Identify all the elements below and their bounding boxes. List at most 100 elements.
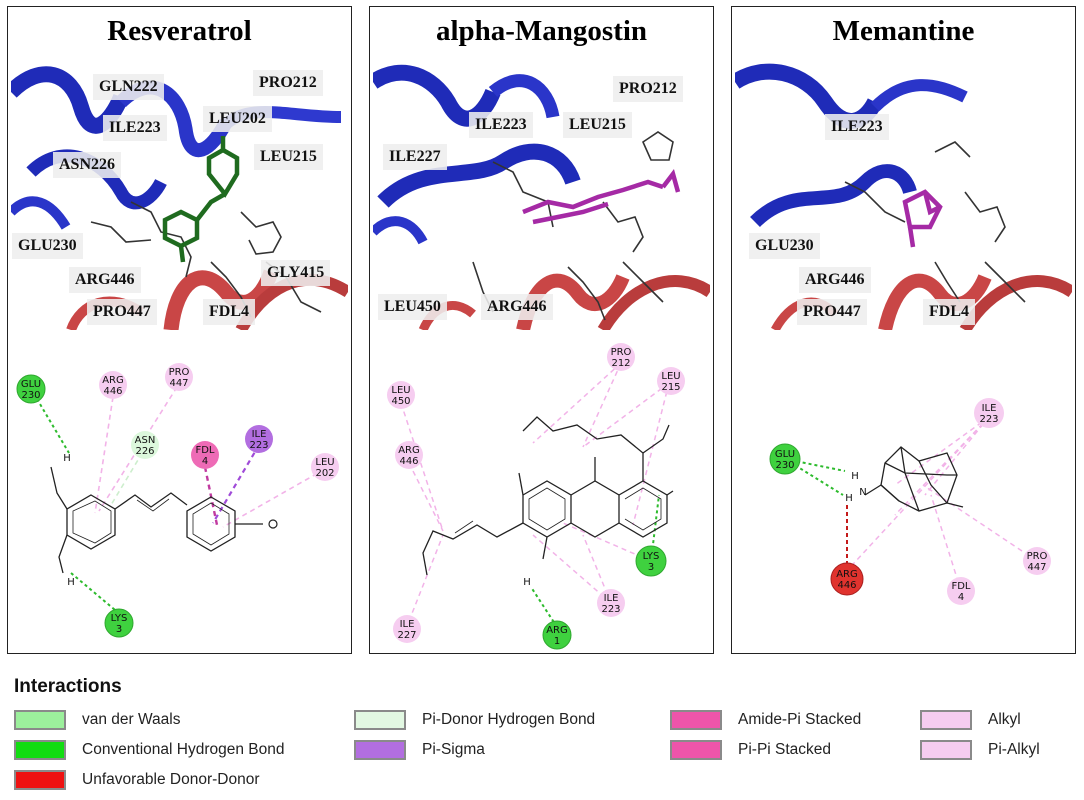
svg-text:PRO: PRO <box>1027 551 1048 562</box>
residue-label: LEU450 <box>378 294 447 320</box>
svg-text:215: 215 <box>661 382 680 393</box>
panel-resveratrol: Resveratrol <box>7 6 352 654</box>
ligand-atom-label: H <box>63 453 71 464</box>
legend-swatch <box>14 770 66 790</box>
residue-label: LEU215 <box>254 144 323 170</box>
legend-swatch <box>920 710 972 730</box>
residue-node: ARG446 <box>99 371 127 399</box>
residue-label: ILE223 <box>825 114 889 140</box>
docking-structure-view: PRO212 ILE223 LEU215 ILE227 LEU450 ARG44… <box>373 62 710 330</box>
residue-label: ASN226 <box>53 152 122 178</box>
svg-text:ARG: ARG <box>836 569 858 580</box>
svg-text:ARG: ARG <box>102 375 124 386</box>
svg-text:202: 202 <box>315 468 334 479</box>
svg-text:223: 223 <box>249 440 268 451</box>
legend-label: Amide-Pi Stacked <box>738 711 862 728</box>
residue-node: PRO212 <box>607 343 635 371</box>
svg-text:447: 447 <box>169 378 188 389</box>
ligand-atom-label: H <box>67 577 75 588</box>
svg-text:227: 227 <box>397 630 416 641</box>
residue-label: FDL4 <box>203 299 255 325</box>
legend-label: Pi-Sigma <box>422 741 485 758</box>
residue-node: GLU230 <box>16 374 46 404</box>
legend-swatch <box>354 710 406 730</box>
residue-label: GLY415 <box>261 260 331 286</box>
ligand-atom-label: N <box>859 487 866 498</box>
svg-text:ILE: ILE <box>604 593 619 604</box>
residue-label: PRO212 <box>253 70 323 96</box>
svg-text:ARG: ARG <box>546 625 568 636</box>
docking-structure-view: ILE223 GLU230 ARG446 PRO447 FDL4 <box>735 62 1072 330</box>
svg-text:GLU: GLU <box>775 449 795 460</box>
svg-text:PRO: PRO <box>169 367 190 378</box>
legend-label: van der Waals <box>82 711 181 728</box>
svg-text:450: 450 <box>391 396 410 407</box>
svg-text:LYS: LYS <box>111 613 128 624</box>
legend-swatch <box>14 740 66 760</box>
svg-text:ILE: ILE <box>252 429 267 440</box>
residue-node: LEU202 <box>311 453 339 481</box>
residue-label: LEU215 <box>563 112 632 138</box>
docking-structure-view: GLN222 PRO212 ILE223 LEU202 ASN226 LEU21… <box>11 62 348 330</box>
residue-label: PRO447 <box>87 299 157 325</box>
svg-text:4: 4 <box>958 592 964 603</box>
svg-text:PRO: PRO <box>611 347 632 358</box>
svg-text:ARG: ARG <box>398 445 420 456</box>
svg-text:230: 230 <box>21 390 40 401</box>
svg-text:223: 223 <box>979 414 998 425</box>
svg-text:446: 446 <box>399 456 418 467</box>
panel-memantine: Memantine ILE223 GLU230 A <box>731 6 1076 654</box>
legend-label: Pi-Pi Stacked <box>738 741 832 758</box>
legend-swatch <box>670 710 722 730</box>
ligand-atom-label: H <box>845 493 853 504</box>
legend-label: Pi-Donor Hydrogen Bond <box>422 711 596 728</box>
residue-node: LEU450 <box>387 381 415 409</box>
svg-text:ASN: ASN <box>135 435 156 446</box>
panel-title: Memantine <box>832 15 975 47</box>
residue-label: GLU230 <box>749 233 820 259</box>
svg-text:FDL: FDL <box>951 581 970 592</box>
legend-swatch <box>354 740 406 760</box>
residue-node: ILE223 <box>245 425 273 453</box>
residue-label: GLN222 <box>93 74 164 100</box>
residue-node: ILE223 <box>974 398 1004 428</box>
residue-node: ILE227 <box>393 615 421 643</box>
residue-node: PRO447 <box>1023 547 1051 575</box>
residue-label: LEU202 <box>203 106 272 132</box>
residue-node: GLU230 <box>769 443 801 475</box>
svg-text:1: 1 <box>554 636 560 647</box>
svg-text:LEU: LEU <box>661 371 680 382</box>
legend-label: Conventional Hydrogen Bond <box>82 741 285 758</box>
residue-label: ILE223 <box>469 112 533 138</box>
residue-label: ILE227 <box>383 144 447 170</box>
svg-text:3: 3 <box>648 562 654 573</box>
panel-alpha-mangostin: alpha-Mangostin P <box>369 6 714 654</box>
svg-text:LEU: LEU <box>391 385 410 396</box>
interactions-legend: Interactions van der Waals Conventional … <box>14 676 1074 794</box>
legend-label: Alkyl <box>988 711 1021 728</box>
legend-swatch <box>670 740 722 760</box>
svg-text:446: 446 <box>837 580 856 591</box>
residue-label: ARG446 <box>481 294 553 320</box>
residue-label: ARG446 <box>799 267 871 293</box>
svg-text:212: 212 <box>611 358 630 369</box>
svg-text:GLU: GLU <box>21 379 41 390</box>
residue-label: FDL4 <box>923 299 975 325</box>
svg-text:ILE: ILE <box>400 619 415 630</box>
svg-text:223: 223 <box>601 604 620 615</box>
svg-text:230: 230 <box>775 460 794 471</box>
panel-title: alpha-Mangostin <box>435 15 648 47</box>
svg-text:446: 446 <box>103 386 122 397</box>
residue-node: FDL4 <box>947 577 975 605</box>
legend-label: Unfavorable Donor-Donor <box>82 771 260 788</box>
ligand-atom-label: H <box>851 471 859 482</box>
svg-text:ILE: ILE <box>982 403 997 414</box>
legend-title: Interactions <box>14 676 122 697</box>
svg-text:226: 226 <box>135 446 154 457</box>
residue-node: FDL4 <box>191 441 219 469</box>
